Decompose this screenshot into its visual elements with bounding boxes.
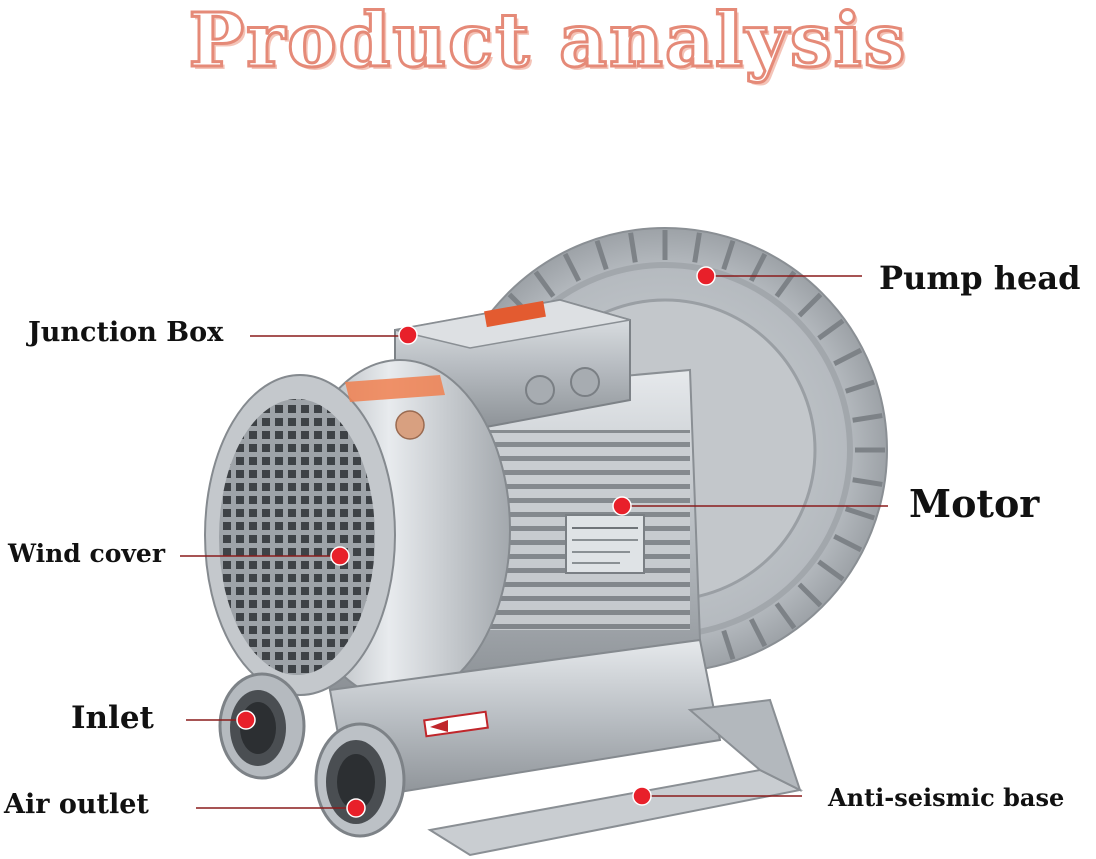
label-junction-box: Junction Box <box>28 317 224 348</box>
pump-head-fin <box>774 602 797 630</box>
marker-pump-head <box>696 266 716 286</box>
pump-head-fin <box>817 559 845 582</box>
marker-anti-seismic-base <box>632 786 652 806</box>
pump-head-fin <box>594 239 609 271</box>
pump-head-fin <box>833 534 863 553</box>
pump-head-fin <box>562 252 581 282</box>
label-pump-head: Pump head <box>879 259 1081 297</box>
anti-seismic-base-shape <box>427 698 804 857</box>
label-inlet: Inlet <box>71 700 154 736</box>
pump-head-fin <box>833 347 863 366</box>
pump-head-fin <box>852 413 883 423</box>
page-title: Product analysis <box>187 0 908 84</box>
marker-wind-cover <box>330 546 350 566</box>
label-motor: Motor <box>909 481 1040 526</box>
marker-air-outlet <box>346 798 366 818</box>
inlet-shape <box>218 672 306 780</box>
pump-head-fin <box>817 318 845 341</box>
pump-head-fin <box>721 239 736 271</box>
pump-head-fin <box>533 270 556 298</box>
pump-head-fin <box>721 629 736 661</box>
label-wind-cover: Wind cover <box>8 539 165 568</box>
marker-junction-box <box>398 325 418 345</box>
marker-inlet <box>236 710 256 730</box>
pump-head-fin <box>797 582 823 608</box>
pump-head-fin <box>844 379 876 394</box>
pump-head-fin <box>628 232 638 263</box>
wind-cover-shape <box>204 359 511 701</box>
label-anti-seismic-base: Anti-seismic base <box>828 783 1065 812</box>
pump-head-fin <box>749 618 768 648</box>
pump-head-fin <box>797 292 823 318</box>
pump-head-fin <box>844 506 876 521</box>
pump-head-fin <box>692 232 702 263</box>
marker-motor <box>612 496 632 516</box>
label-air-outlet: Air outlet <box>4 789 149 820</box>
leader-lines <box>180 275 888 809</box>
pump-head-fin <box>852 477 883 487</box>
air-outlet-shape <box>314 722 406 838</box>
